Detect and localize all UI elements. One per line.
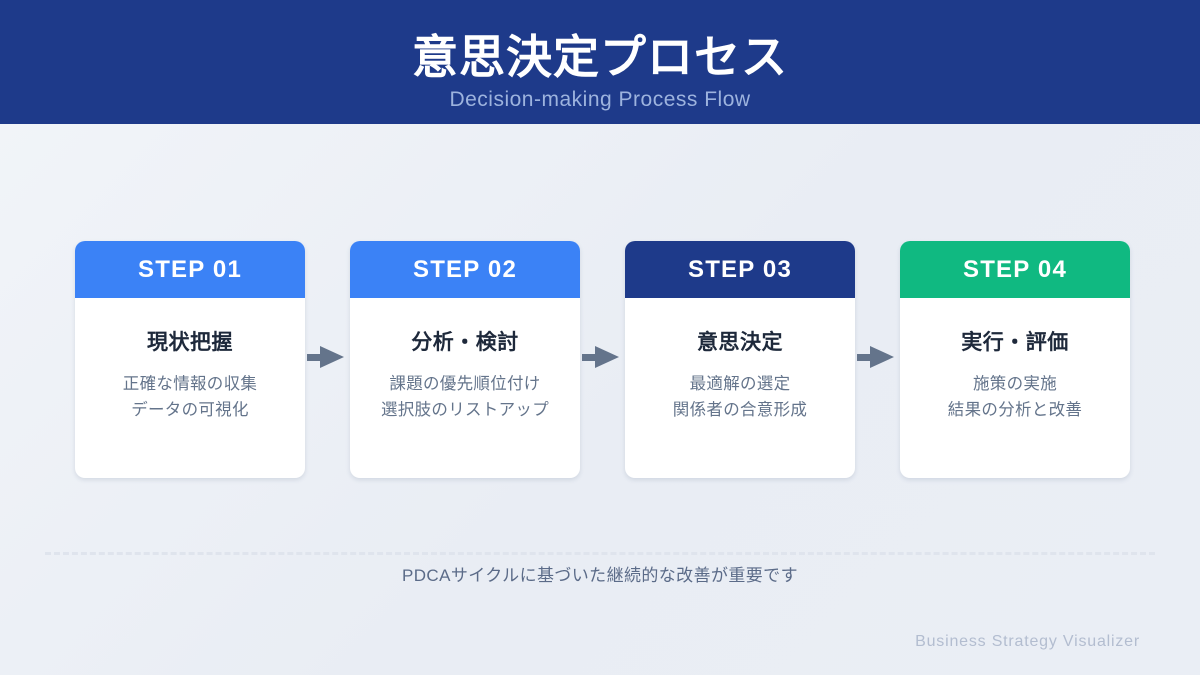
arrow-stem [307,354,323,361]
footer-note: PDCAサイクルに基づいた継続的な改善が重要です [402,566,798,585]
step-desc-line-1: 施策の実施 [973,375,1057,393]
page-subtitle: Decision-making Process Flow [449,88,751,111]
footer-divider [45,552,1155,555]
step-description-01: 正確な情報の収集 データの可視化 [123,372,257,423]
step-title-01: 現状把握 [147,331,233,354]
step-card-03[interactable]: STEP 03 意思決定 最適解の選定 関係者の合意形成 [625,241,855,478]
arrow-head [320,346,344,368]
step-body-03: 意思決定 最適解の選定 関係者の合意形成 [625,298,855,478]
arrow-head [595,346,619,368]
arrow-head [870,346,894,368]
step-title-04: 実行・評価 [961,331,1069,354]
step-badge-02: STEP 02 [350,241,580,298]
step-desc-line-2: 結果の分析と改善 [947,400,1083,419]
page-title: 意思決定プロセス [412,31,788,83]
step-desc-line-2: データの可視化 [131,400,249,419]
step-desc-line-1: 最適解の選定 [689,375,791,393]
step-description-04: 施策の実施 結果の分析と改善 [948,372,1082,423]
step-card-01[interactable]: STEP 01 現状把握 正確な情報の収集 データの可視化 [75,241,305,478]
process-step-list: STEP 01 現状把握 正確な情報の収集 データの可視化 STEP 02 分析… [75,241,1130,478]
step-title-02: 分析・検討 [411,331,519,354]
step-title-03: 意思決定 [697,331,783,354]
step-card-04[interactable]: STEP 04 実行・評価 施策の実施 結果の分析と改善 [900,241,1130,478]
step-description-03: 最適解の選定 関係者の合意形成 [673,372,807,423]
step-desc-line-1: 正確な情報の収集 [122,375,258,393]
arrow-right-icon [305,346,350,368]
step-badge-01: STEP 01 [75,241,305,298]
step-body-01: 現状把握 正確な情報の収集 データの可視化 [75,298,305,478]
step-desc-line-1: 課題の優先順位付け [389,375,541,393]
step-description-02: 課題の優先順位付け 選択肢のリストアップ [381,372,549,423]
step-body-04: 実行・評価 施策の実施 結果の分析と改善 [900,298,1130,478]
footer-brand: Business Strategy Visualizer [915,633,1140,650]
step-badge-04: STEP 04 [900,241,1130,298]
arrow-right-icon [855,346,900,368]
step-desc-line-2: 選択肢のリストアップ [381,400,549,419]
arrow-stem [857,354,873,361]
page-header: 意思決定プロセス Decision-making Process Flow [0,0,1200,124]
arrow-right-icon [580,346,625,368]
step-desc-line-2: 関係者の合意形成 [672,400,808,419]
step-badge-03: STEP 03 [625,241,855,298]
arrow-stem [582,354,598,361]
step-body-02: 分析・検討 課題の優先順位付け 選択肢のリストアップ [350,298,580,478]
step-card-02[interactable]: STEP 02 分析・検討 課題の優先順位付け 選択肢のリストアップ [350,241,580,478]
